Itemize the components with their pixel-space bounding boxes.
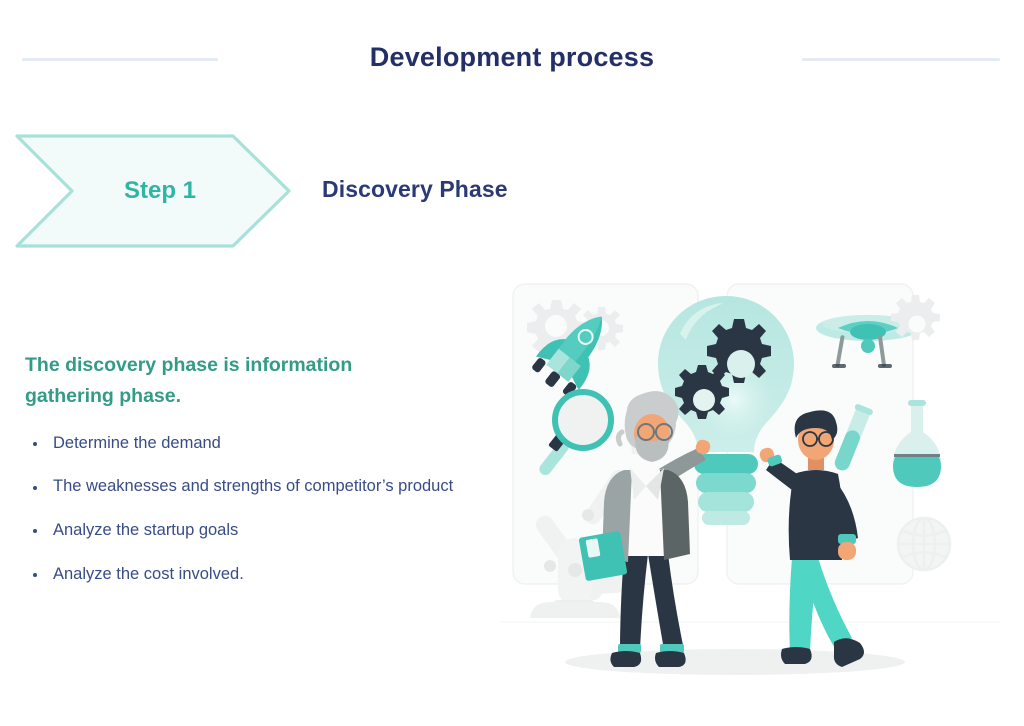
bulb-base-ring-3 bbox=[698, 492, 754, 512]
list-item: Determine the demand bbox=[25, 432, 515, 455]
header-rule-right bbox=[802, 58, 1000, 61]
slide-header: Development process bbox=[0, 0, 1024, 120]
bullet-dot-icon bbox=[33, 441, 37, 446]
young-man-character bbox=[759, 410, 864, 667]
scientist-shoe-right bbox=[655, 651, 686, 667]
list-item: The weaknesses and strengths of competit… bbox=[25, 475, 515, 498]
bullet-dot-icon bbox=[33, 573, 37, 578]
page-title: Development process bbox=[369, 42, 655, 72]
scientist-beard bbox=[635, 436, 669, 462]
magnifying-glass bbox=[539, 389, 614, 476]
scientist-jacket-right bbox=[660, 470, 690, 560]
list-item-label: Determine the demand bbox=[53, 433, 221, 452]
lead-paragraph: The discovery phase is information gathe… bbox=[25, 354, 353, 407]
bulb-base-ring-2 bbox=[696, 473, 756, 493]
drone bbox=[816, 315, 920, 368]
list-item-label: Analyze the startup goals bbox=[53, 521, 239, 540]
gear-right bbox=[891, 295, 940, 340]
test-tube bbox=[834, 404, 873, 471]
content-block: The discovery phase is information gathe… bbox=[25, 350, 515, 607]
scientist-leg-right bbox=[648, 554, 684, 650]
list-item-label: Analyze the cost involved. bbox=[53, 564, 244, 583]
notebook bbox=[578, 531, 628, 581]
bullet-dot-icon bbox=[33, 529, 37, 534]
bulb-base-ring-4 bbox=[702, 511, 750, 525]
step-label: Step 1 bbox=[123, 177, 197, 204]
phase-title: Discovery Phase bbox=[322, 176, 508, 202]
young-man-glasses bbox=[802, 431, 834, 447]
scientist-shoe-left bbox=[610, 651, 642, 667]
floor-shadow bbox=[565, 649, 905, 675]
step-banner-chevron bbox=[15, 134, 291, 248]
list-item-label: The weaknesses and strengths of competit… bbox=[53, 477, 454, 496]
young-man-hair bbox=[794, 410, 838, 440]
bullet-list: Determine the demand The weaknesses and … bbox=[25, 432, 515, 586]
header-rule-left bbox=[22, 58, 218, 61]
light-bulb bbox=[658, 296, 794, 525]
flask bbox=[893, 400, 941, 487]
gear-inside-bulb-large bbox=[707, 319, 771, 383]
young-man-face bbox=[798, 420, 834, 460]
scientist-character bbox=[578, 391, 711, 667]
discovery-phase-illustration bbox=[500, 270, 1000, 690]
scientist-glasses bbox=[637, 423, 673, 441]
list-item: Analyze the startup goals bbox=[25, 519, 515, 542]
bullet-dot-icon bbox=[33, 485, 37, 490]
scientist-hair-front bbox=[626, 391, 679, 424]
list-item: Analyze the cost involved. bbox=[25, 563, 515, 586]
young-man-arm-front bbox=[822, 482, 858, 544]
step-banner: Step 1 bbox=[15, 134, 291, 248]
young-man-shoe-right bbox=[833, 638, 864, 667]
globe bbox=[896, 516, 952, 572]
scientist-leg-left bbox=[620, 554, 648, 650]
young-man-leg-right bbox=[802, 558, 852, 650]
bulb-base-ring-1 bbox=[694, 454, 758, 474]
rocket bbox=[532, 316, 602, 397]
young-man-shoe-left bbox=[781, 647, 812, 664]
gear-inside-bulb-small bbox=[675, 365, 729, 419]
